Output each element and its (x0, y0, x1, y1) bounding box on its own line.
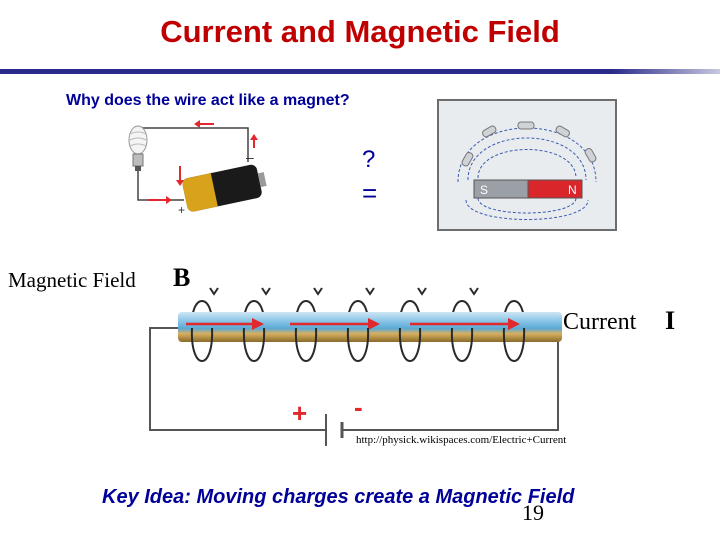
magnet-south-label: S (480, 183, 488, 197)
magnetic-field-label: Magnetic Field (8, 268, 136, 293)
current-label: Current (563, 309, 640, 336)
question-text: Why does the wire act like a magnet? (66, 92, 350, 110)
solenoid-wire-diagram: + - (140, 262, 580, 462)
page-number: 19 (522, 500, 544, 526)
equals-sign: = (362, 178, 377, 209)
battery-icon (181, 162, 268, 212)
bulb-battery-circuit-diagram: – + (118, 118, 278, 218)
magnet-north-label: N (568, 183, 577, 197)
circuit-plus-sign: + (178, 203, 185, 217)
current-symbol: I (665, 306, 675, 336)
key-idea-text: Key Idea: Moving charges create a Magnet… (102, 486, 574, 509)
battery-plus-sign: + (292, 398, 307, 428)
battery-minus-sign: - (354, 392, 363, 422)
title-underline (0, 69, 720, 74)
circuit-minus-sign: – (246, 149, 254, 165)
source-credit: http://physick.wikispaces.com/Electric+C… (356, 434, 566, 446)
light-bulb-icon (129, 126, 147, 171)
bar-magnet-photo: S N (438, 100, 616, 230)
question-mark: ? (362, 146, 375, 174)
magnetic-field-symbol: B (173, 263, 190, 293)
slide-title: Current and Magnetic Field (0, 14, 720, 50)
